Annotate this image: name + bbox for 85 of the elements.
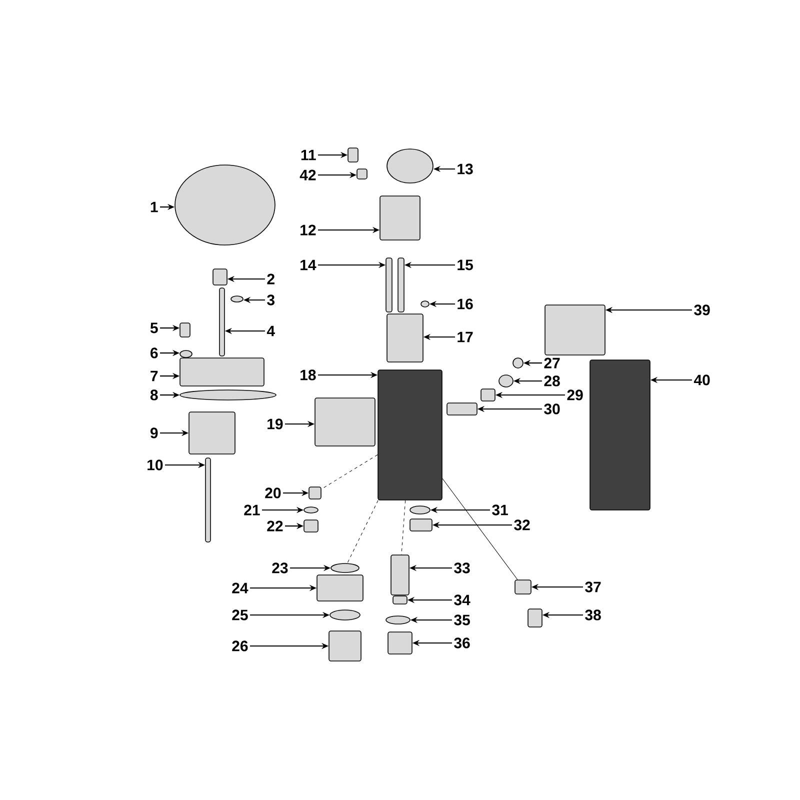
callout-number: 37	[585, 582, 601, 592]
callout-number: 23	[272, 562, 288, 574]
callout-number: 40	[694, 374, 710, 386]
carburetor-body-drawing	[378, 370, 442, 500]
callout-number: 8	[150, 390, 158, 400]
spring-drawing	[514, 580, 532, 594]
washer-drawing	[180, 350, 192, 358]
callout-number: 32	[514, 520, 530, 530]
assembly-line	[321, 454, 378, 490]
clamp-drawing	[544, 304, 606, 356]
callout-number: 13	[458, 164, 473, 174]
callout-number: 25	[232, 610, 248, 620]
callout-number: 2	[267, 274, 274, 284]
washer-drawing	[304, 506, 318, 514]
nut-drawing	[392, 596, 408, 604]
assembly-line	[347, 500, 378, 564]
screw-drawing	[180, 322, 190, 338]
slide-drawing	[386, 314, 424, 362]
clip-drawing	[512, 358, 524, 368]
cap-drawing	[380, 196, 420, 240]
washer-drawing	[330, 610, 360, 620]
nut-drawing	[388, 632, 412, 654]
callout-number: 34	[454, 594, 470, 606]
ring-drawing	[410, 506, 430, 514]
callout-number: 36	[454, 638, 470, 648]
callout-number: 1	[150, 202, 158, 212]
nut-drawing	[328, 630, 362, 662]
callout-number: 33	[454, 562, 470, 574]
jet-drawing	[390, 554, 410, 596]
needle-drawing	[205, 458, 211, 542]
callout-number: 7	[150, 370, 158, 382]
callout-number: 35	[454, 614, 470, 626]
callout-number: 22	[267, 520, 283, 532]
callout-number: 24	[232, 582, 248, 594]
callout-number: 4	[266, 326, 275, 336]
gasket-drawing	[180, 390, 276, 400]
needle-drawing	[446, 402, 478, 416]
knob-drawing	[212, 268, 228, 286]
washer-drawing	[330, 563, 360, 573]
rod-drawing	[386, 258, 392, 312]
callout-number: 3	[267, 294, 274, 306]
callout-number: 20	[265, 488, 281, 498]
callout-number: 16	[458, 298, 473, 310]
callout-number: 14	[300, 260, 316, 270]
nut-drawing	[356, 168, 368, 180]
callout-number: 18	[300, 370, 316, 380]
spring-drawing	[410, 518, 432, 532]
callout-number: 38	[585, 610, 601, 620]
callout-number: 10	[148, 460, 163, 470]
plate-drawing	[180, 358, 264, 386]
callout-number: 11	[301, 150, 316, 160]
jet-drawing	[304, 520, 318, 532]
callout-number: 6	[150, 348, 158, 358]
slide-drawing	[188, 412, 236, 454]
callout-number: 39	[694, 304, 710, 316]
washer-drawing	[386, 616, 410, 624]
nut-drawing	[480, 388, 496, 402]
callout-number: 30	[544, 404, 560, 414]
assembly-line	[401, 500, 406, 555]
callout-number: 19	[268, 418, 283, 430]
callout-number: 9	[150, 428, 158, 438]
assembly-line	[442, 478, 518, 580]
screw-drawing	[308, 486, 322, 500]
callout-number: 28	[544, 376, 560, 386]
flange-drawing	[314, 398, 376, 446]
callout-number: 29	[567, 390, 583, 400]
callout-number: 26	[232, 640, 248, 652]
screw-drawing	[348, 148, 358, 162]
hose-drawing	[590, 360, 650, 510]
callout-number: 5	[150, 322, 158, 334]
callout-number: 42	[300, 170, 316, 180]
spring-drawing	[398, 258, 404, 312]
screw-drawing	[528, 608, 542, 628]
rod-drawing	[219, 288, 225, 356]
callout-number: 21	[244, 504, 260, 516]
callout-number: 17	[458, 332, 473, 342]
callout-number: 15	[458, 260, 473, 270]
callout-number: 27	[544, 358, 560, 368]
cover-drawing	[174, 164, 276, 246]
callout-number: 31	[492, 504, 508, 516]
ring-drawing	[386, 148, 434, 184]
wire-drawing	[420, 300, 430, 308]
sleeve-drawing	[498, 374, 514, 388]
pin-drawing	[230, 296, 244, 302]
callout-number: 12	[300, 224, 316, 236]
